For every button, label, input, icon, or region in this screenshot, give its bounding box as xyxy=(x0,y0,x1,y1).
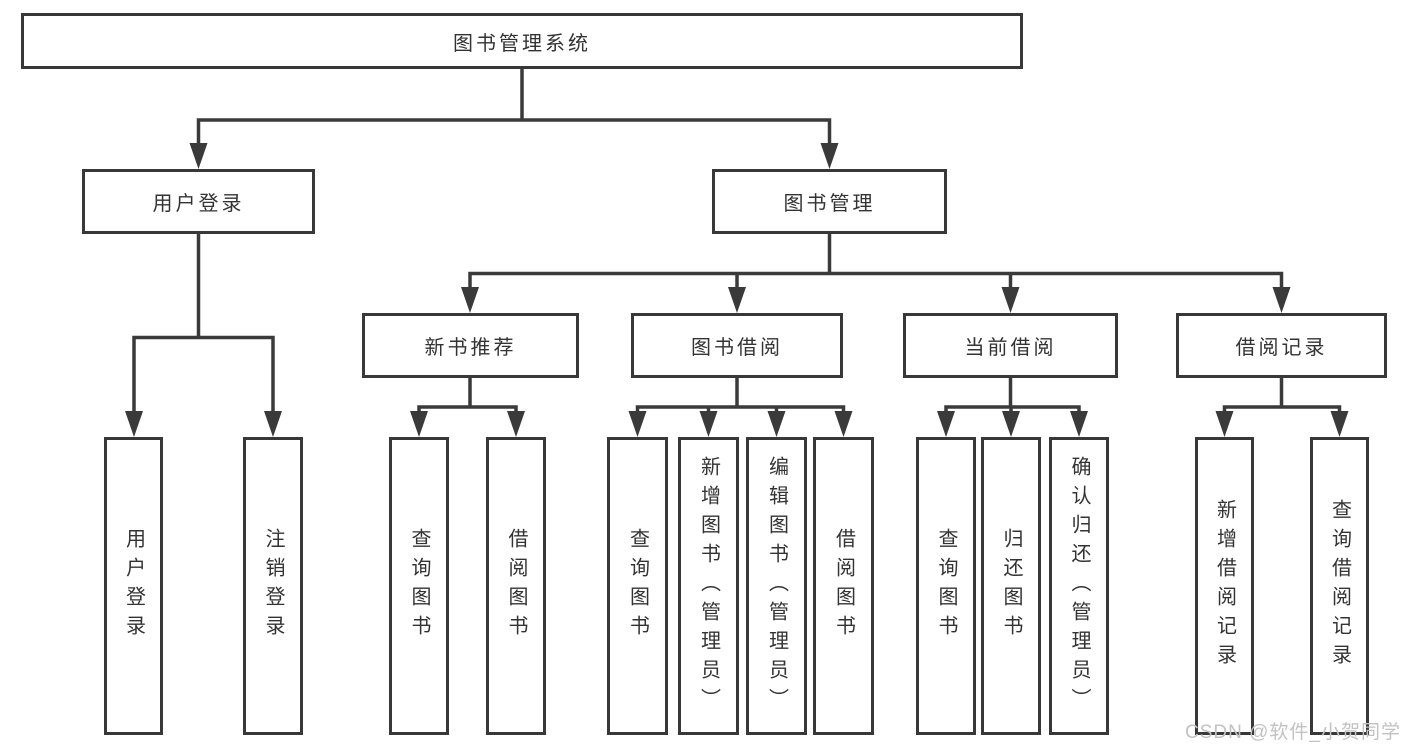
node-current-borrow: 当前借阅 xyxy=(903,313,1118,378)
node-new-book-recommend: 新书推荐 xyxy=(362,313,579,378)
node-label: 借阅图书 xyxy=(832,528,855,644)
node-root: 图书管理系统 xyxy=(21,13,1023,69)
leaf-add-borrow-record: 新增借阅记录 xyxy=(1195,437,1254,735)
node-label: 注销登录 xyxy=(262,528,284,644)
node-label: 借阅图书 xyxy=(505,528,527,644)
leaf-query-books-current: 查询图书 xyxy=(916,437,976,735)
node-label: 新增图书（管理员） xyxy=(697,455,720,717)
leaf-confirm-return-admin: 确认归还（管理员） xyxy=(1049,437,1109,735)
node-label: 确认归还（管理员） xyxy=(1068,455,1090,717)
node-label: 查询图书 xyxy=(408,528,430,644)
node-label: 新书推荐 xyxy=(424,337,517,359)
leaf-return-books: 归还图书 xyxy=(981,437,1041,735)
node-label: 查询图书 xyxy=(935,528,957,644)
node-label: 查询借阅记录 xyxy=(1328,499,1351,673)
node-label: 归还图书 xyxy=(1000,528,1022,644)
node-label: 编辑图书（管理员） xyxy=(765,455,788,717)
node-label: 用户登录 xyxy=(152,193,245,215)
node-label: 当前借阅 xyxy=(964,337,1057,359)
node-label: 图书借阅 xyxy=(691,337,783,359)
node-label: 图书管理系统 xyxy=(453,32,591,55)
node-book-management: 图书管理 xyxy=(712,169,947,234)
leaf-borrow-books-recommend: 借阅图书 xyxy=(486,437,546,735)
leaf-query-borrow-record: 查询借阅记录 xyxy=(1310,437,1369,735)
node-label: 借阅记录 xyxy=(1235,337,1328,359)
watermark-text: CSDN @软件_小贺同学 xyxy=(1185,722,1401,743)
leaf-user-login: 用户登录 xyxy=(104,437,163,735)
node-label: 新增借阅记录 xyxy=(1213,499,1236,673)
leaf-edit-book-admin: 编辑图书（管理员） xyxy=(746,437,807,735)
node-user-login: 用户登录 xyxy=(82,169,315,234)
node-label: 查询图书 xyxy=(626,528,649,644)
leaf-add-book-admin: 新增图书（管理员） xyxy=(678,437,739,735)
leaf-query-books-borrow: 查询图书 xyxy=(607,437,668,735)
node-book-borrow: 图书借阅 xyxy=(631,313,843,378)
leaf-borrow-books: 借阅图书 xyxy=(813,437,874,735)
node-label: 用户登录 xyxy=(122,528,145,644)
leaf-query-books-recommend: 查询图书 xyxy=(389,437,449,735)
node-label: 图书管理 xyxy=(783,193,876,215)
arrowheads xyxy=(125,143,1349,437)
leaf-logout: 注销登录 xyxy=(243,437,303,735)
node-borrow-records: 借阅记录 xyxy=(1176,313,1387,378)
